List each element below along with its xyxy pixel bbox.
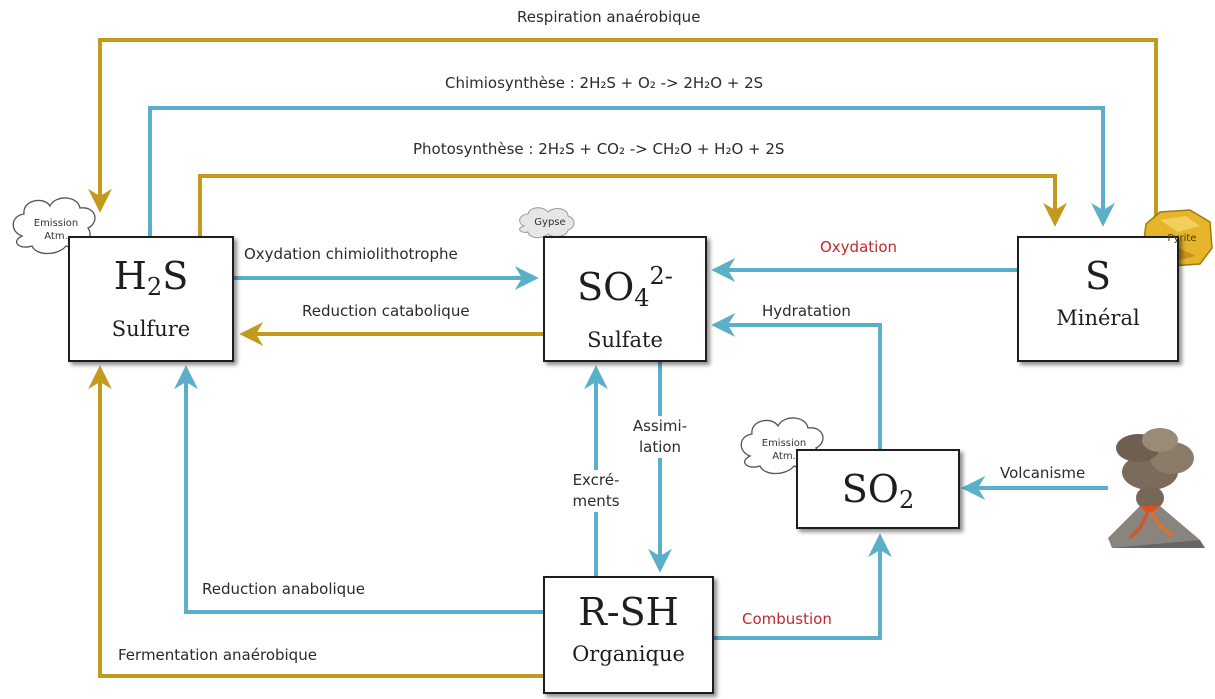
pyrite-text: Pyrite [1167,233,1197,244]
s-mineral-box: S Minéral [1017,236,1179,362]
excrements-label: Excré- ments [560,470,632,512]
so4-formula: SO42- [577,262,673,312]
oxydation-chimio-label: Oxydation chimiolithotrophe [244,245,458,263]
so4-name: Sulfate [587,328,663,352]
respiration-label: Respiration anaérobique [517,8,701,26]
so2-emission-text: Emission Atm. [761,438,807,462]
photosynthese-label: Photosynthèse : 2H₂S + CO₂ -> CH₂O + H₂O… [413,140,785,158]
chimiosynthese-arrow [148,106,1115,236]
rsh-formula: R-SH [578,590,679,634]
s-name: Minéral [1056,306,1140,330]
volcano-illustration [1108,428,1205,548]
so4-sulfate-box: SO42- Sulfate [543,236,707,362]
rsh-organique-box: R-SH Organique [543,576,714,694]
h2s-emission-text: Emission Atm. [33,218,79,242]
rsh-name: Organique [572,642,685,666]
volcanisme-label: Volcanisme [1000,464,1086,482]
chimiosynthese-label: Chimiosynthèse : 2H₂S + O₂ -> 2H₂O + 2S [445,74,764,92]
h2s-formula: H2S [113,254,189,301]
so2-formula: SO2 [841,467,915,514]
gypse-text: Gypse [534,217,566,228]
reduction-anabolique-label: Reduction anabolique [202,580,365,598]
combustion-label: Combustion [742,610,832,628]
gypse-cloud [519,207,575,239]
h2s-name: Sulfure [111,317,191,341]
assimilation-label: Assimi- lation [624,416,696,458]
oxydation-label: Oxydation [820,238,898,256]
s-formula: S [1084,254,1112,298]
fermentation-arrow [88,365,543,678]
combustion-arrow [714,533,892,640]
h2s-sulfure-box: H2S Sulfure [68,236,234,362]
respiration-arrow [88,38,1158,228]
fermentation-label: Fermentation anaérobique [118,646,317,664]
reduction-catabolique-label: Reduction catabolique [302,302,470,320]
hydratation-label: Hydratation [762,302,851,320]
so2-box: SO2 [796,449,960,529]
reduction-anabolique-arrow [174,365,543,614]
hydratation-arrow [711,313,882,449]
photosynthese-arrow [198,174,1067,236]
